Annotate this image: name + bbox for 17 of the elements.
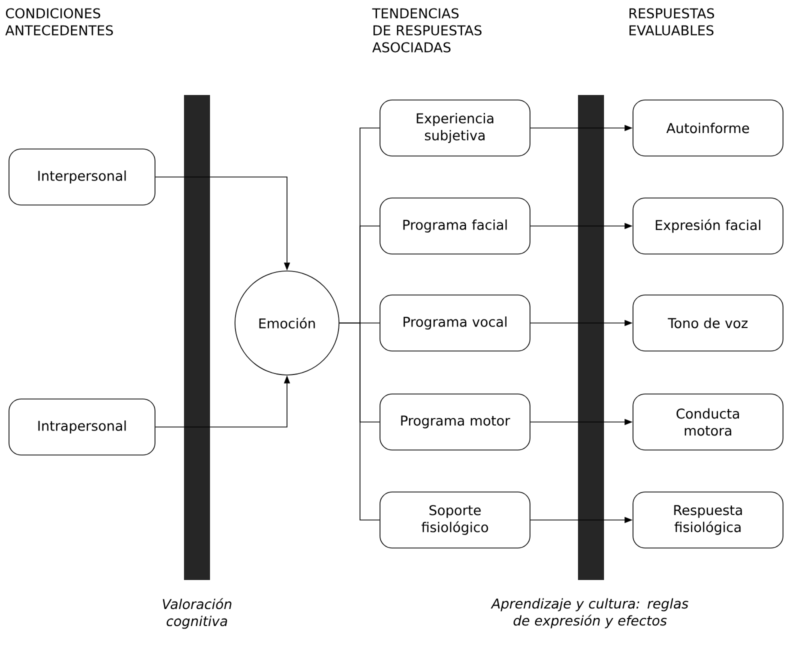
column-heading: CONDICIONES ANTECEDENTES [5,8,113,36]
bar-caption: Valoración cognitiva [162,598,232,629]
process-box: Programa facial [380,198,530,254]
process-box: Conducta motora [632,394,784,450]
process-box: Programa motor [380,394,530,450]
process-box: Programa vocal [380,294,530,352]
column-heading: RESPUESTAS EVALUABLES [630,8,714,36]
process-box: Intrapersonal [8,398,156,456]
process-box: Respuesta fisiológica [632,492,784,548]
process-box: Expresión facial [632,198,784,254]
process-box: Interpersonal [8,148,156,206]
column-heading: TENDENCIAS DE RESPUESTAS ASOCIADAS [372,8,482,52]
process-box: Tono de voz [632,294,784,352]
process-box: Soporte fisiológico [380,492,530,548]
process-box: Autoinforme [632,100,784,156]
bar-caption: Aprendizaje y cultura: reglas de expresión y efectos [490,598,688,628]
process-box: Experiencia subjetiva [380,100,530,156]
